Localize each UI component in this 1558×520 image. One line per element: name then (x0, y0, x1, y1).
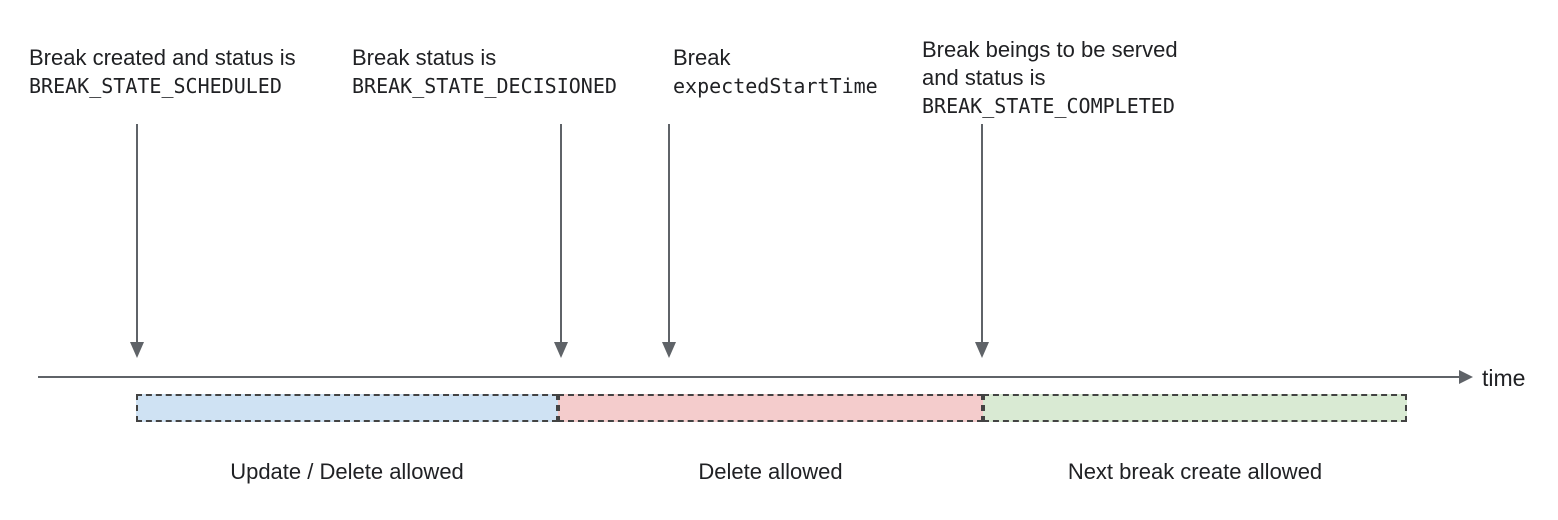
arrow-head (130, 342, 144, 358)
segment-delete-allowed (558, 394, 983, 422)
arrow-head (975, 342, 989, 358)
annotation-text: Break status is (352, 45, 497, 70)
segment-next-break-create-allowed (983, 394, 1407, 422)
arrow-stem (136, 124, 138, 343)
segment-label: Update / Delete allowed (230, 459, 464, 484)
arrow-head (554, 342, 568, 358)
arrow-down-icon (130, 124, 144, 358)
segment-label: Next break create allowed (1067, 459, 1323, 484)
annotation-text: Break created and status is (29, 45, 296, 70)
annotation-break-scheduled: Break created and status is BREAK_STATE_… (29, 44, 296, 100)
arrow-down-icon (554, 124, 568, 358)
annotation-code: BREAK_STATE_SCHEDULED (29, 74, 282, 98)
arrow-head (662, 342, 676, 358)
annotation-expected-start-time: Break expectedStartTime (673, 44, 878, 100)
time-axis-arrow-head-icon (1459, 370, 1473, 384)
annotation-code: BREAK_STATE_DECISIONED (352, 74, 617, 98)
arrow-down-icon (975, 124, 989, 358)
annotation-break-completed: Break beings to be served and status is … (922, 36, 1178, 120)
segment-update-delete-allowed (136, 394, 558, 422)
arrow-stem (560, 124, 562, 343)
time-axis-label: time (1482, 365, 1526, 391)
annotation-text: Break (673, 45, 731, 70)
arrow-down-icon (662, 124, 676, 358)
arrow-stem (668, 124, 670, 343)
annotation-code: BREAK_STATE_COMPLETED (922, 94, 1175, 118)
time-axis-line (38, 376, 1459, 378)
segment-label: Delete allowed (698, 459, 843, 484)
annotation-break-decisioned: Break status is BREAK_STATE_DECISIONED (352, 44, 617, 100)
annotation-text: and status is (922, 65, 1046, 90)
arrow-stem (981, 124, 983, 343)
annotation-text: Break beings to be served (922, 37, 1178, 62)
annotation-code: expectedStartTime (673, 74, 878, 98)
